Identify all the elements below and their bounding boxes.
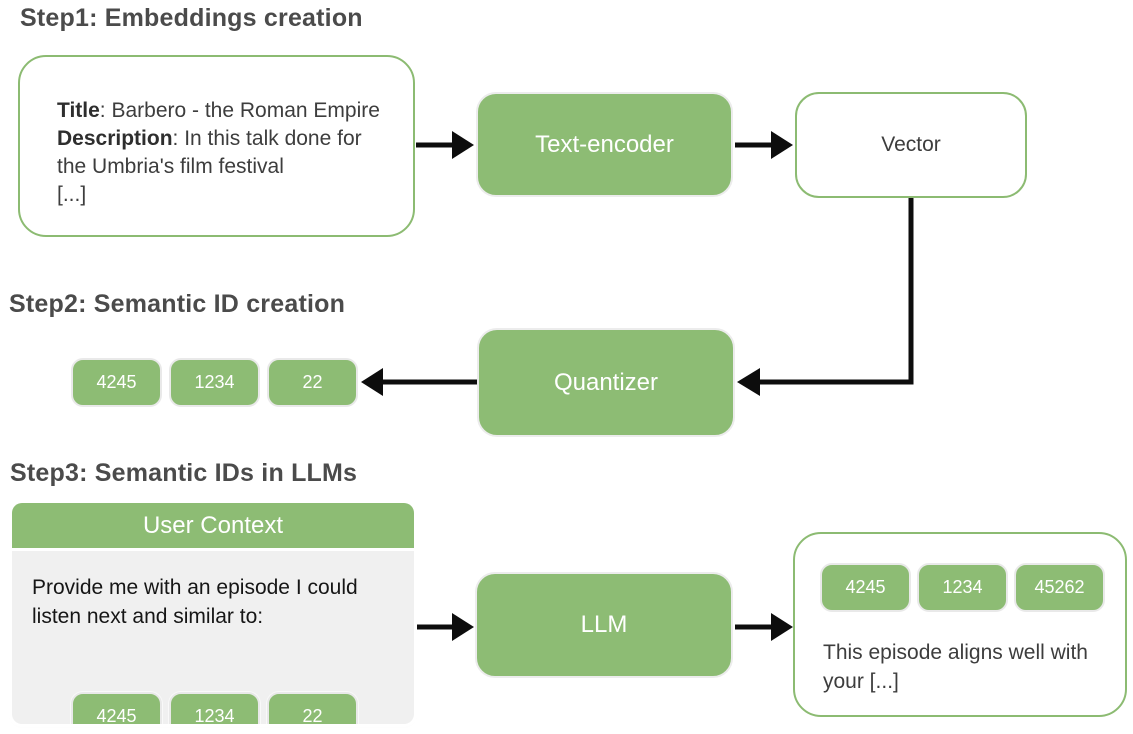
- semantic-id-chip: 4245: [820, 563, 911, 612]
- semantic-id-chip: 22: [267, 358, 358, 407]
- semantic-id-chip: 4245: [71, 692, 162, 724]
- user-context-card: User Context Provide me with an episode …: [12, 503, 414, 724]
- arrow-shaft: [417, 624, 456, 630]
- title-label: Title: [57, 99, 100, 122]
- semantic-id-chip: 1234: [169, 692, 260, 724]
- title-value: : Barbero - the Roman Empire: [99, 99, 380, 122]
- step1-heading: Step1: Embeddings creation: [20, 4, 363, 32]
- semantic-id-chip: 22: [267, 692, 358, 724]
- arrow-metadata-to-encoder: [416, 130, 474, 160]
- step2-heading: Step2: Semantic ID creation: [9, 290, 346, 318]
- episode-description-line: Description: In this talk done for the U…: [57, 125, 383, 181]
- episode-title-line: Title: Barbero - the Roman Empire: [57, 97, 383, 125]
- user-context-header: User Context: [12, 503, 414, 551]
- connector-vector-to-quantizer: [737, 198, 914, 396]
- arrow-llm-to-output: [735, 612, 793, 642]
- semantic-id-chip: 1234: [917, 563, 1008, 612]
- arrow-context-to-llm: [417, 612, 474, 642]
- output-response-text: This episode aligns well with your [...]: [823, 641, 1088, 693]
- semantic-id-chips-step2: 4245 1234 22: [71, 358, 358, 407]
- arrow-shaft: [416, 142, 456, 148]
- user-context-title: User Context: [142, 511, 284, 539]
- semantic-id-chips-context: 4245 1234 22: [71, 692, 358, 724]
- arrow-shaft: [735, 142, 775, 148]
- semantic-id-chips-output: 4245 1234 45262: [820, 563, 1105, 612]
- description-label: Description: [57, 127, 173, 150]
- arrow-shaft: [379, 379, 477, 385]
- semantic-id-chip: 45262: [1014, 563, 1105, 612]
- text-encoder-box: Text-encoder: [476, 92, 733, 197]
- user-context-body: Provide me with an episode I could liste…: [12, 551, 414, 724]
- step3-heading: Step3: Semantic IDs in LLMs: [10, 459, 358, 487]
- ellipsis-line: [...]: [57, 183, 87, 206]
- semantic-id-chip: 4245: [71, 358, 162, 407]
- vector-box: Vector: [795, 92, 1027, 198]
- llm-output-box: 4245 1234 45262 This episode aligns well…: [793, 532, 1127, 717]
- quantizer-label: Quantizer: [553, 368, 659, 396]
- text-encoder-label: Text-encoder: [535, 130, 674, 158]
- semantic-id-chip: 1234: [169, 358, 260, 407]
- llm-box: LLM: [475, 572, 733, 678]
- arrow-encoder-to-vector: [735, 130, 793, 160]
- description-value: : In this talk done for the Umbria's fil…: [57, 127, 362, 178]
- episode-metadata-box: Title: Barbero - the Roman Empire Descri…: [18, 55, 415, 237]
- arrow-shaft: [735, 624, 775, 630]
- episode-metadata-text: Title: Barbero - the Roman Empire Descri…: [20, 57, 413, 209]
- quantizer-box: Quantizer: [477, 328, 735, 437]
- arrow-quantizer-to-ids: [361, 367, 477, 397]
- llm-label: LLM: [580, 611, 628, 638]
- user-prompt-text: Provide me with an episode I could liste…: [32, 576, 358, 628]
- vector-label: Vector: [881, 133, 941, 156]
